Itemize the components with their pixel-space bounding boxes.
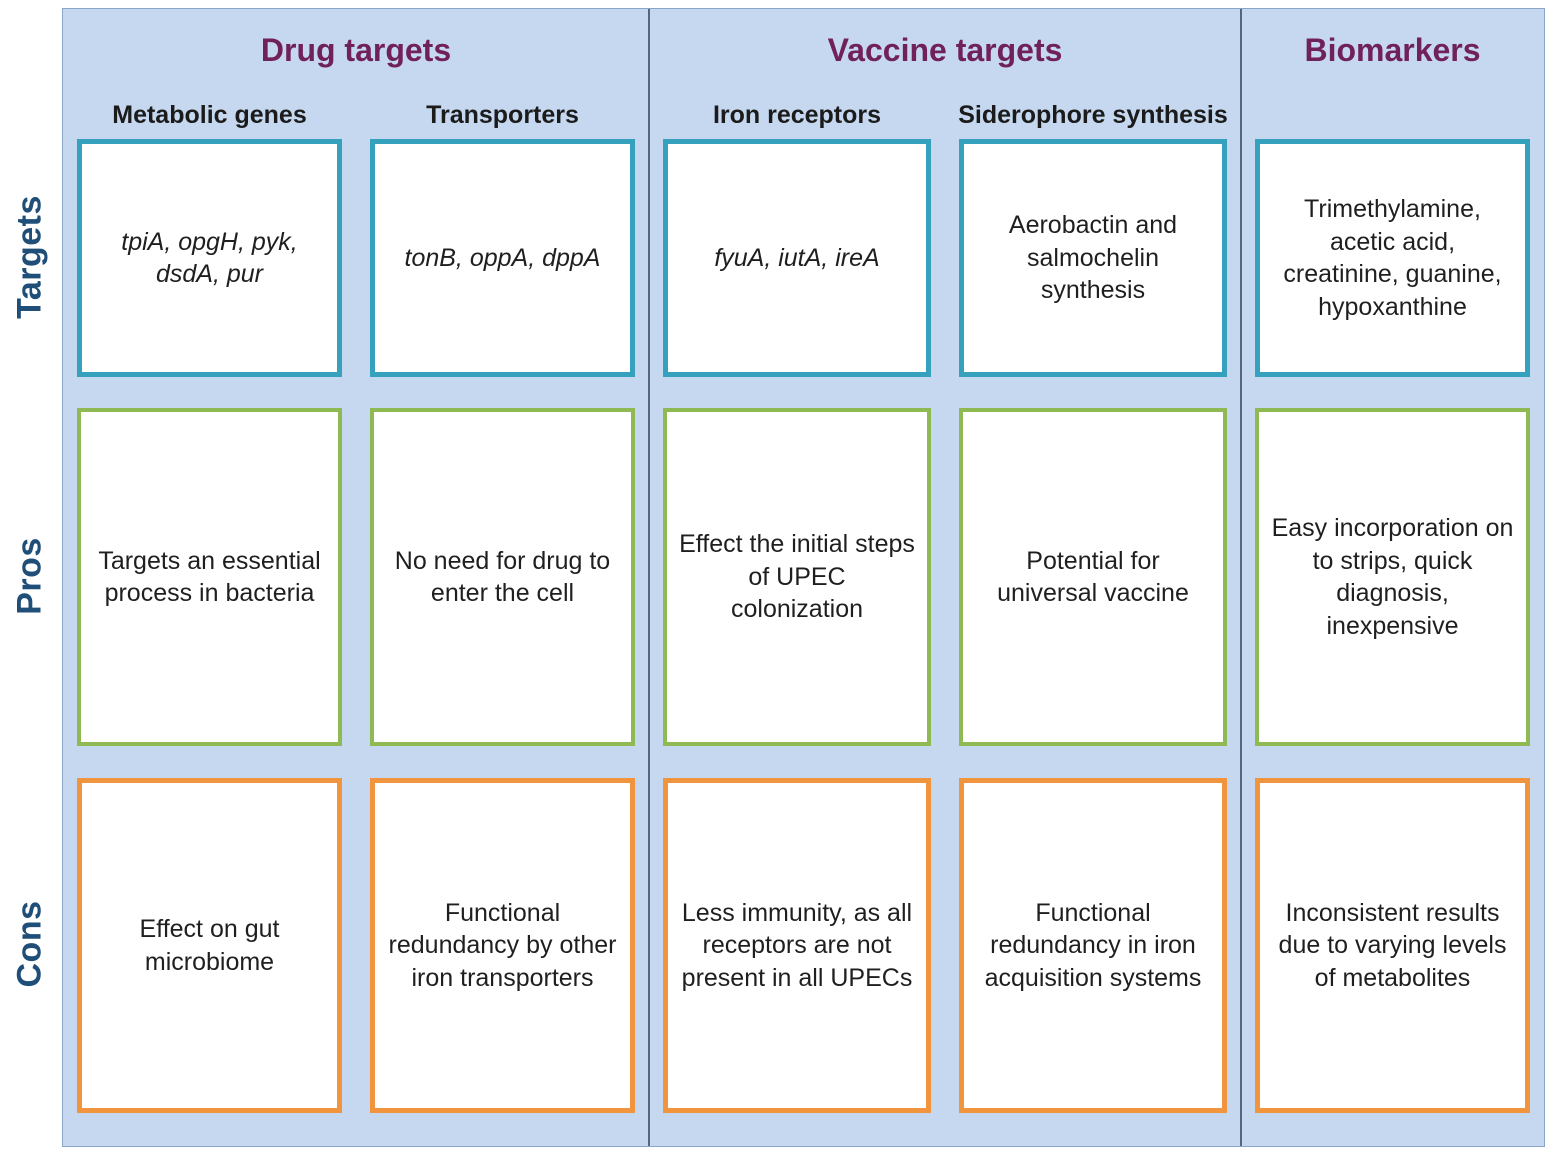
card-cons-transporters: Functional redundancy by other iron tran… — [370, 778, 635, 1113]
card-pros-iron-receptors: Effect the initial steps of UPEC coloniz… — [663, 408, 931, 746]
card-cons-biomarkers: Inconsistent results due to varying leve… — [1255, 778, 1530, 1113]
row-label-cons: Cons — [10, 900, 49, 988]
card-targets-transporters: tonB, oppA, dppA — [370, 139, 635, 377]
card-pros-biomarkers: Easy incorporation on to strips, quick d… — [1255, 408, 1530, 746]
subheader-transporters: Transporters — [426, 100, 579, 129]
section-title-vaccine-targets: Vaccine targets — [827, 31, 1063, 68]
subheader-iron-receptors: Iron receptors — [712, 100, 882, 129]
card-targets-siderophore-synthesis: Aerobactin and salmochelin synthesis — [959, 139, 1227, 377]
card-pros-siderophore-synthesis: Potential for universal vaccine — [959, 408, 1227, 746]
card-cons-siderophore-synthesis: Functional redundancy in iron acquisitio… — [959, 778, 1227, 1113]
section-divider-2 — [1240, 9, 1242, 1146]
row-label-pros: Pros — [10, 537, 49, 615]
row-label-targets: Targets — [10, 195, 49, 319]
card-targets-biomarkers: Trimethylamine, acetic acid, creatinine,… — [1255, 139, 1530, 377]
section-divider-1 — [648, 9, 650, 1146]
subheader-siderophore-synthesis: Siderophore synthesis — [958, 100, 1228, 129]
subheader-biomarkers-empty — [1241, 91, 1544, 139]
card-pros-metabolic-genes: Targets an essential process in bacteria — [77, 408, 342, 746]
card-pros-transporters: No need for drug to enter the cell — [370, 408, 635, 746]
main-panel: Drug targets Vaccine targets Biomarkers … — [62, 8, 1545, 1147]
card-cons-metabolic-genes: Effect on gut microbiome — [77, 778, 342, 1113]
card-targets-metabolic-genes: tpiA, opgH, pyk, dsdA, pur — [77, 139, 342, 377]
card-targets-iron-receptors: fyuA, iutA, ireA — [663, 139, 931, 377]
panel-grid: Drug targets Vaccine targets Biomarkers … — [63, 9, 1544, 1146]
subheader-metabolic-genes: Metabolic genes — [112, 100, 307, 129]
card-cons-iron-receptors: Less immunity, as all receptors are not … — [663, 778, 931, 1113]
section-title-biomarkers: Biomarkers — [1304, 31, 1481, 68]
section-title-drug-targets: Drug targets — [260, 31, 452, 68]
